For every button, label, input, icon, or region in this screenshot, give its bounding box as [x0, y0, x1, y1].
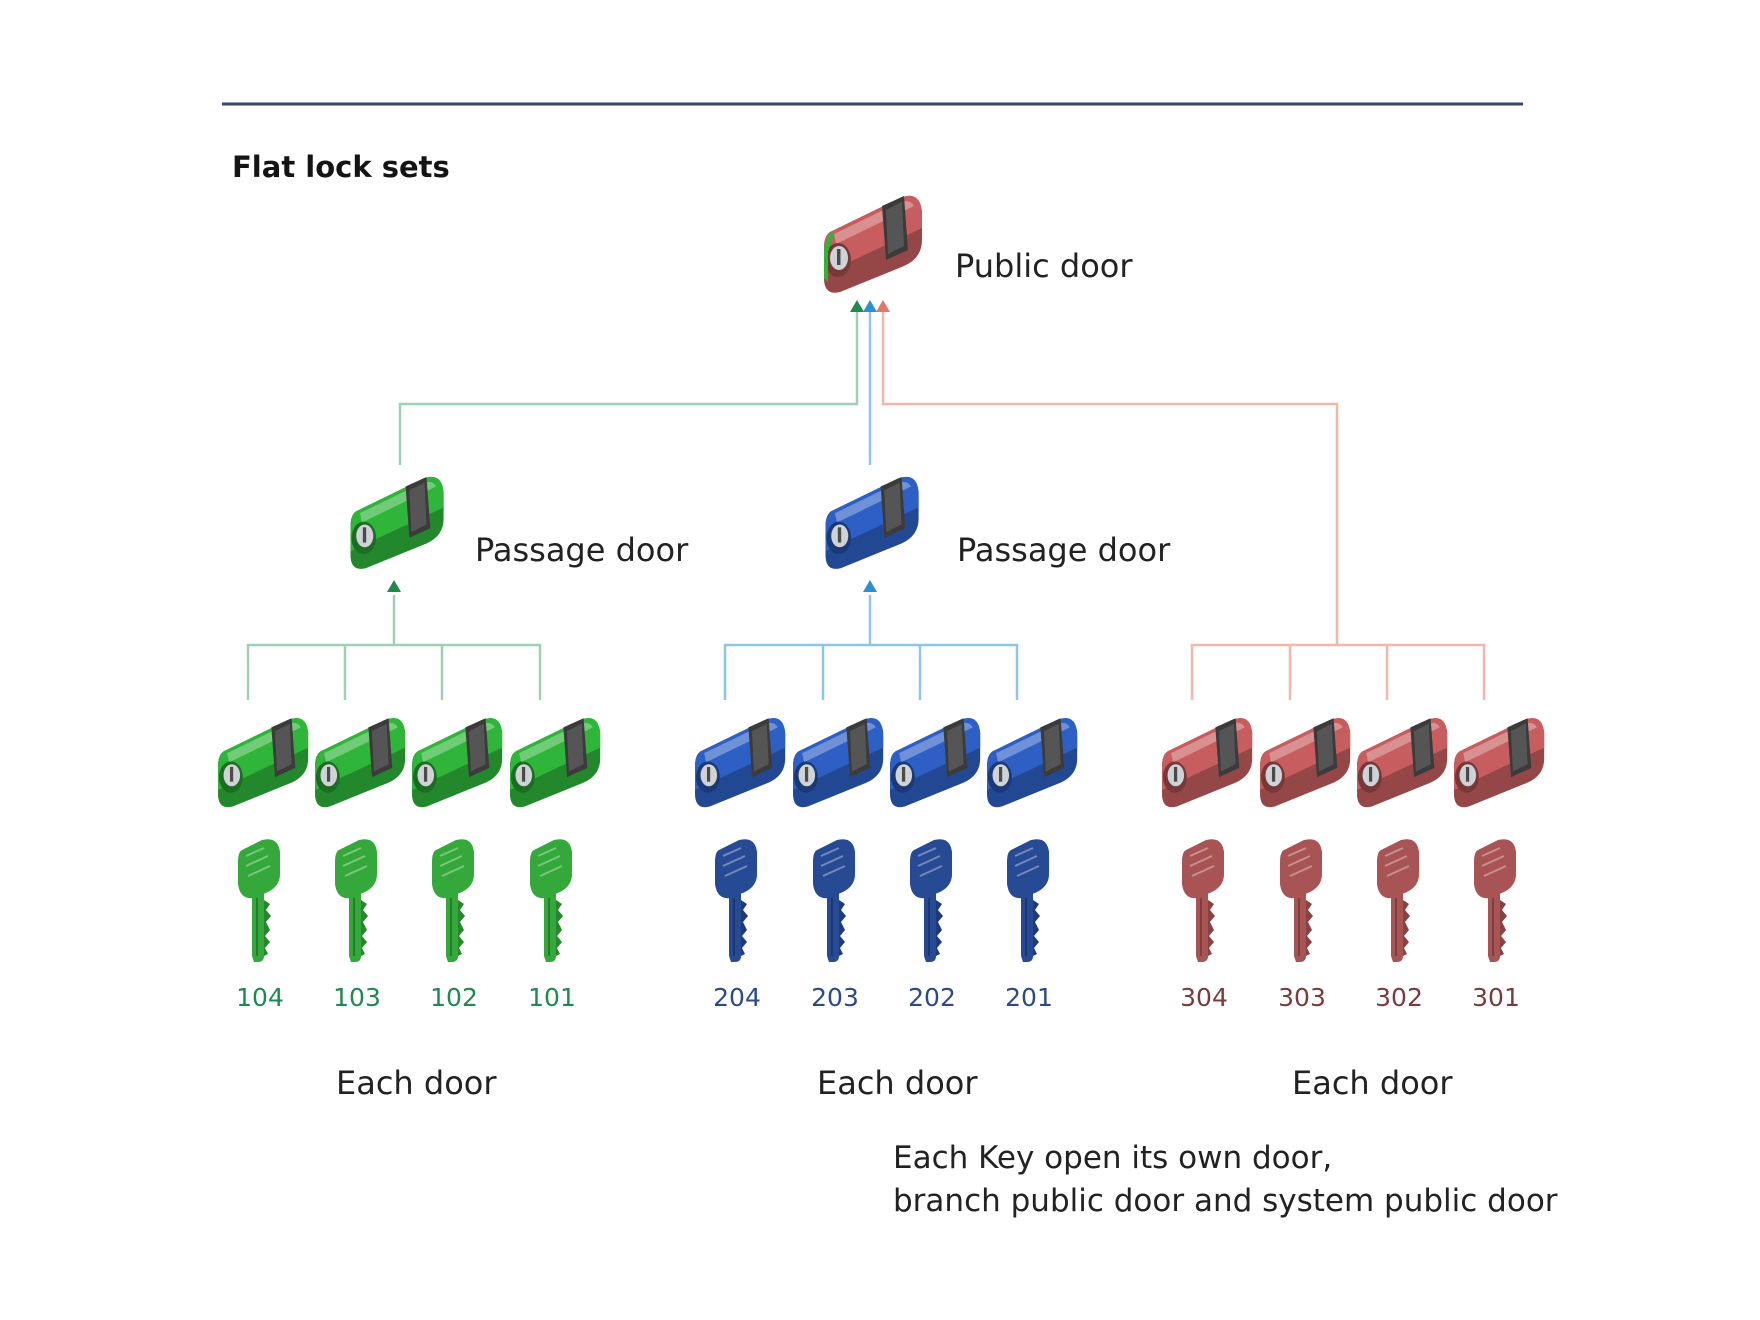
lock-cylinders	[218, 195, 1545, 808]
key-blue-2-icon	[813, 839, 855, 962]
key-number-green-2: 103	[333, 983, 381, 1012]
key-number-green-3: 102	[430, 983, 478, 1012]
arrow-red-public	[876, 300, 890, 312]
group-label-blue: Each door	[817, 1064, 978, 1102]
key-red-1-icon	[1182, 839, 1224, 962]
arrow-green-public	[850, 300, 864, 312]
passage-door-lock-green-icon	[350, 476, 444, 569]
door-lock-blue-1-icon	[695, 718, 786, 808]
group-label-green: Each door	[336, 1064, 497, 1102]
group-label-red: Each door	[1292, 1064, 1453, 1102]
note-line-1: Each Key open its own door,	[893, 1140, 1333, 1176]
door-lock-red-1-icon	[1162, 718, 1253, 808]
door-lock-blue-3-icon	[890, 718, 981, 808]
connector-lines	[246, 300, 1486, 700]
key-blue-1-icon	[715, 839, 757, 962]
connector-bar-green	[246, 643, 542, 700]
note-line-2: branch public door and system public doo…	[893, 1183, 1558, 1219]
passage-door-lock-blue-icon	[825, 476, 919, 569]
key-number-red-4: 301	[1472, 983, 1520, 1012]
key-red-4-icon	[1474, 839, 1516, 962]
key-red-3-icon	[1377, 839, 1419, 962]
key-green-2-icon	[335, 839, 377, 962]
arrow-blue-passage	[863, 580, 877, 592]
key-number-blue-4: 201	[1005, 983, 1053, 1012]
passage-door-label-blue: Passage door	[957, 531, 1171, 569]
connector-red-public	[881, 306, 1339, 645]
key-green-3-icon	[432, 839, 474, 962]
arrow-green-passage	[387, 580, 401, 592]
key-number-blue-2: 203	[811, 983, 859, 1012]
key-number-green-1: 104	[236, 983, 284, 1012]
key-blue-4-icon	[1007, 839, 1049, 962]
door-lock-red-3-icon	[1357, 718, 1448, 808]
door-lock-green-4-icon	[510, 718, 601, 808]
passage-door-label-green: Passage door	[475, 531, 689, 569]
door-lock-red-4-icon	[1454, 718, 1545, 808]
keys	[238, 839, 1516, 962]
arrow-blue-public	[863, 300, 877, 312]
key-green-4-icon	[530, 839, 572, 962]
connector-bar-blue	[723, 643, 1019, 700]
door-lock-blue-4-icon	[987, 718, 1078, 808]
door-lock-red-2-icon	[1260, 718, 1351, 808]
public-door-label: Public door	[955, 247, 1133, 285]
key-number-red-1: 304	[1180, 983, 1228, 1012]
key-red-2-icon	[1280, 839, 1322, 962]
door-lock-green-1-icon	[218, 718, 309, 808]
diagram-title: Flat lock sets	[232, 150, 450, 184]
connector-bar-red	[1190, 643, 1486, 700]
key-number-blue-3: 202	[908, 983, 956, 1012]
key-number-red-3: 302	[1375, 983, 1423, 1012]
key-green-1-icon	[238, 839, 280, 962]
door-lock-green-2-icon	[315, 718, 406, 808]
public-door-lock-icon	[824, 195, 922, 293]
public-lock-stripe	[824, 232, 834, 282]
door-lock-green-3-icon	[412, 718, 503, 808]
key-number-red-2: 303	[1278, 983, 1326, 1012]
key-number-blue-1: 204	[713, 983, 761, 1012]
key-number-green-4: 101	[528, 983, 576, 1012]
key-blue-3-icon	[910, 839, 952, 962]
connector-green-public	[398, 306, 859, 465]
door-lock-blue-2-icon	[793, 718, 884, 808]
